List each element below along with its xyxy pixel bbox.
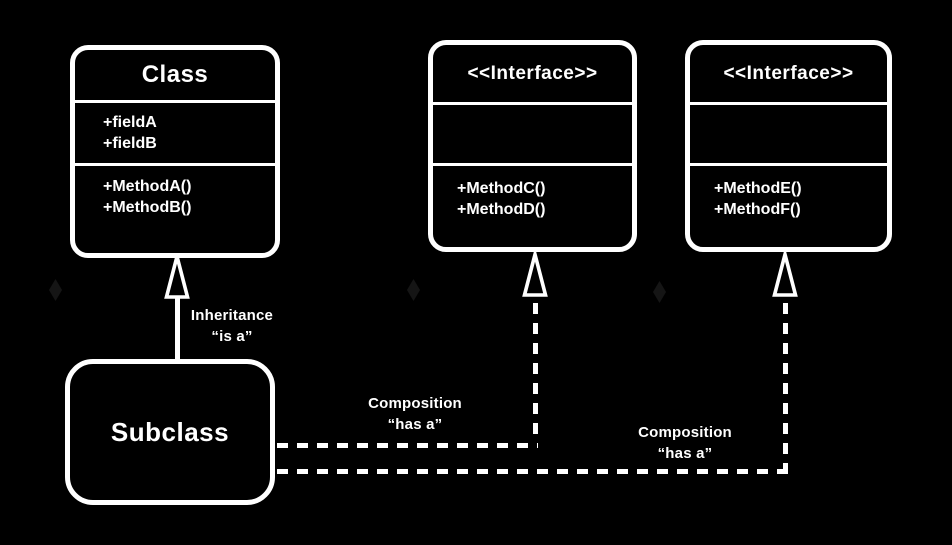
composition-2-line-horizontal	[277, 468, 788, 474]
composition-1-label: Composition “has a”	[330, 393, 500, 435]
interface-2-fields-empty	[690, 105, 887, 163]
interface-1-method-c: +MethodC()	[457, 180, 546, 197]
interface-1-fields-empty	[433, 105, 632, 163]
composition-2-label-name: Composition	[638, 424, 732, 441]
class-node-methods: +MethodA() +MethodB()	[75, 166, 275, 253]
composition-2-hollow-triangle-arrowhead	[772, 252, 798, 297]
class-node: Class +fieldA +fieldB +MethodA() +Method…	[70, 45, 280, 258]
interface-2-methods: +MethodE() +MethodF()	[690, 166, 887, 247]
subclass-node: Subclass	[65, 359, 275, 505]
interface-1-separator-1	[433, 102, 632, 105]
faint-diamond-icon	[49, 279, 62, 301]
class-node-separator-1	[75, 100, 275, 103]
faint-diamond-icon	[407, 279, 420, 301]
class-method-b: +MethodB()	[103, 199, 192, 216]
faint-diamond-icon	[653, 281, 666, 303]
interface-2-separator-1	[690, 102, 887, 105]
inheritance-label-name: Inheritance	[190, 307, 274, 324]
inheritance-line	[174, 296, 180, 359]
composition-1-label-sub: “has a”	[387, 416, 443, 433]
class-field-a: +fieldA	[103, 114, 157, 131]
inheritance-label-sub: “is a”	[211, 328, 253, 345]
interface-1-separator-2	[433, 163, 632, 166]
interface-1-method-d: +MethodD()	[457, 201, 546, 218]
composition-1-line-vertical	[532, 303, 538, 443]
class-field-b: +fieldB	[103, 135, 157, 152]
interface-1-methods: +MethodC() +MethodD()	[433, 166, 632, 247]
composition-1-label-name: Composition	[368, 395, 462, 412]
class-method-a: +MethodA()	[103, 178, 192, 195]
interface-node-2: <<Interface>> +MethodE() +MethodF()	[685, 40, 892, 252]
interface-2-method-f: +MethodF()	[714, 201, 801, 218]
interface-2-title: <<Interface>>	[723, 62, 854, 84]
composition-1-hollow-triangle-arrowhead	[522, 252, 548, 297]
composition-2-label-sub: “has a”	[657, 445, 713, 462]
interface-1-title: <<Interface>>	[467, 62, 598, 84]
class-node-separator-2	[75, 163, 275, 166]
interface-2-separator-2	[690, 163, 887, 166]
inheritance-label: Inheritance “is a”	[147, 305, 317, 347]
composition-2-line-vertical	[782, 303, 788, 469]
composition-2-label: Composition “has a”	[600, 422, 770, 464]
composition-1-line-horizontal	[277, 442, 538, 448]
interface-2-method-e: +MethodE()	[714, 180, 802, 197]
class-node-fields: +fieldA +fieldB	[75, 103, 275, 163]
interface-node-1: <<Interface>> +MethodC() +MethodD()	[428, 40, 637, 252]
subclass-node-title: Subclass	[110, 416, 230, 447]
inheritance-hollow-triangle-arrowhead	[164, 254, 190, 299]
class-node-title: Class	[141, 61, 209, 88]
